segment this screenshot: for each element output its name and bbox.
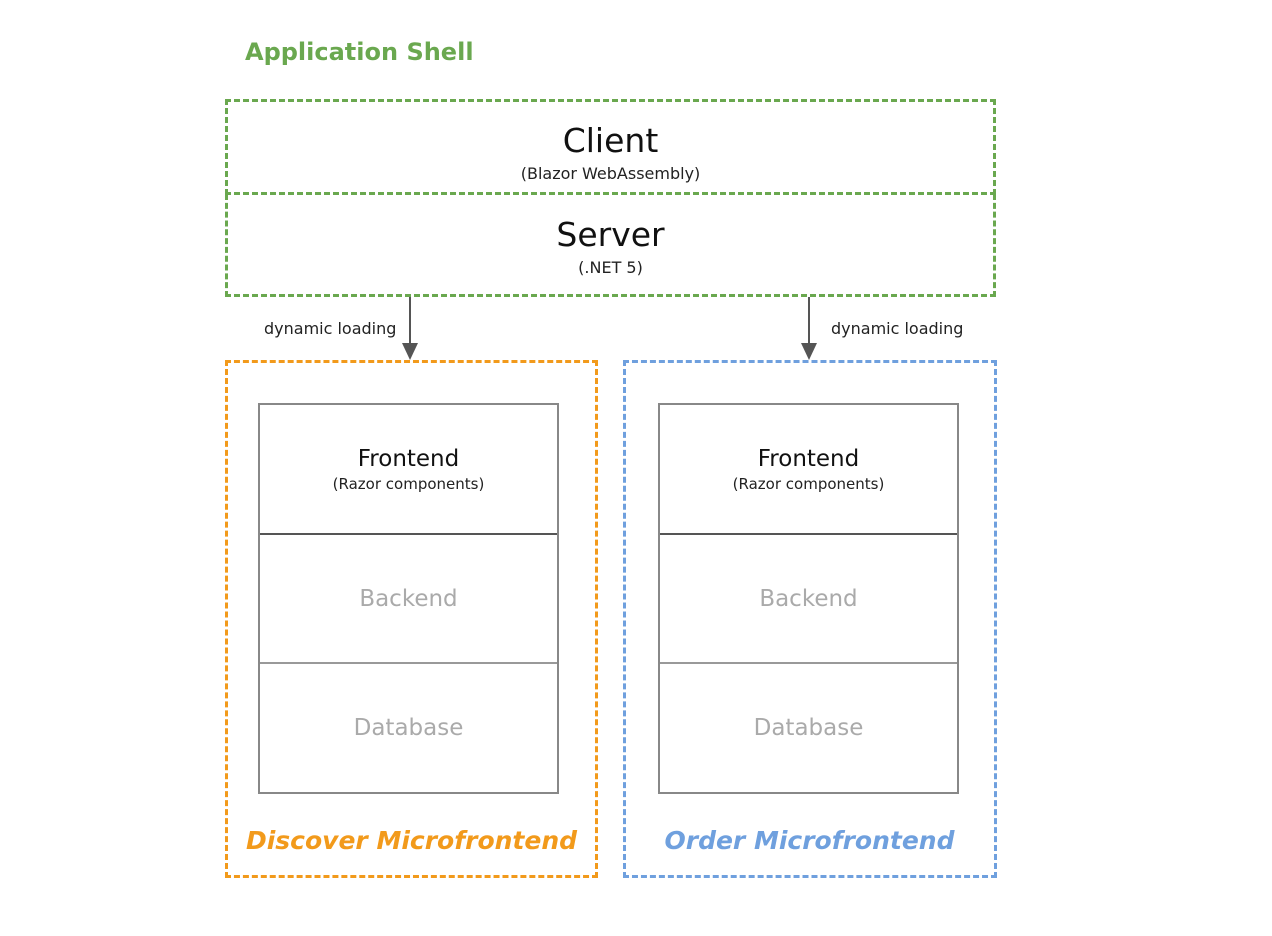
discover-frontend-subtitle: (Razor components) [332,475,485,493]
application-shell-title: Application Shell [245,38,474,66]
discover-microfrontend-box [225,360,598,878]
order-frontend-layer: Frontend (Razor components) [660,405,957,535]
client-box: Client (Blazor WebAssembly) [225,99,996,195]
order-backend-layer: Backend [660,535,957,664]
discover-backend-label: Backend [359,585,458,612]
dynamic-loading-label-left: dynamic loading [264,319,397,338]
order-frontend-heading: Frontend [757,446,860,472]
discover-frontend-layer: Frontend (Razor components) [260,405,557,535]
order-backend-label: Backend [759,585,858,612]
order-microfrontend-box [623,360,997,878]
discover-microfrontend-title: Discover Microfrontend [245,826,578,855]
order-database-layer: Database [660,664,957,794]
order-database-label: Database [753,715,864,741]
dynamic-loading-label-right: dynamic loading [831,319,964,338]
discover-database-layer: Database [260,664,557,794]
server-box: Server (.NET 5) [225,194,996,297]
discover-frontend-heading: Frontend [357,446,460,472]
order-frontend-subtitle: (Razor components) [732,475,885,493]
order-microfrontend-title: Order Microfrontend [664,826,955,855]
arrow-to-order [801,297,817,360]
discover-layer-stack: Frontend (Razor components) Backend Data… [258,403,559,794]
discover-backend-layer: Backend [260,535,557,664]
server-heading: Server [556,215,665,254]
arrow-to-discover [402,297,418,360]
discover-database-label: Database [353,715,464,741]
client-heading: Client [562,121,659,160]
server-subtitle: (.NET 5) [578,258,643,277]
client-subtitle: (Blazor WebAssembly) [520,164,701,183]
order-layer-stack: Frontend (Razor components) Backend Data… [658,403,959,794]
